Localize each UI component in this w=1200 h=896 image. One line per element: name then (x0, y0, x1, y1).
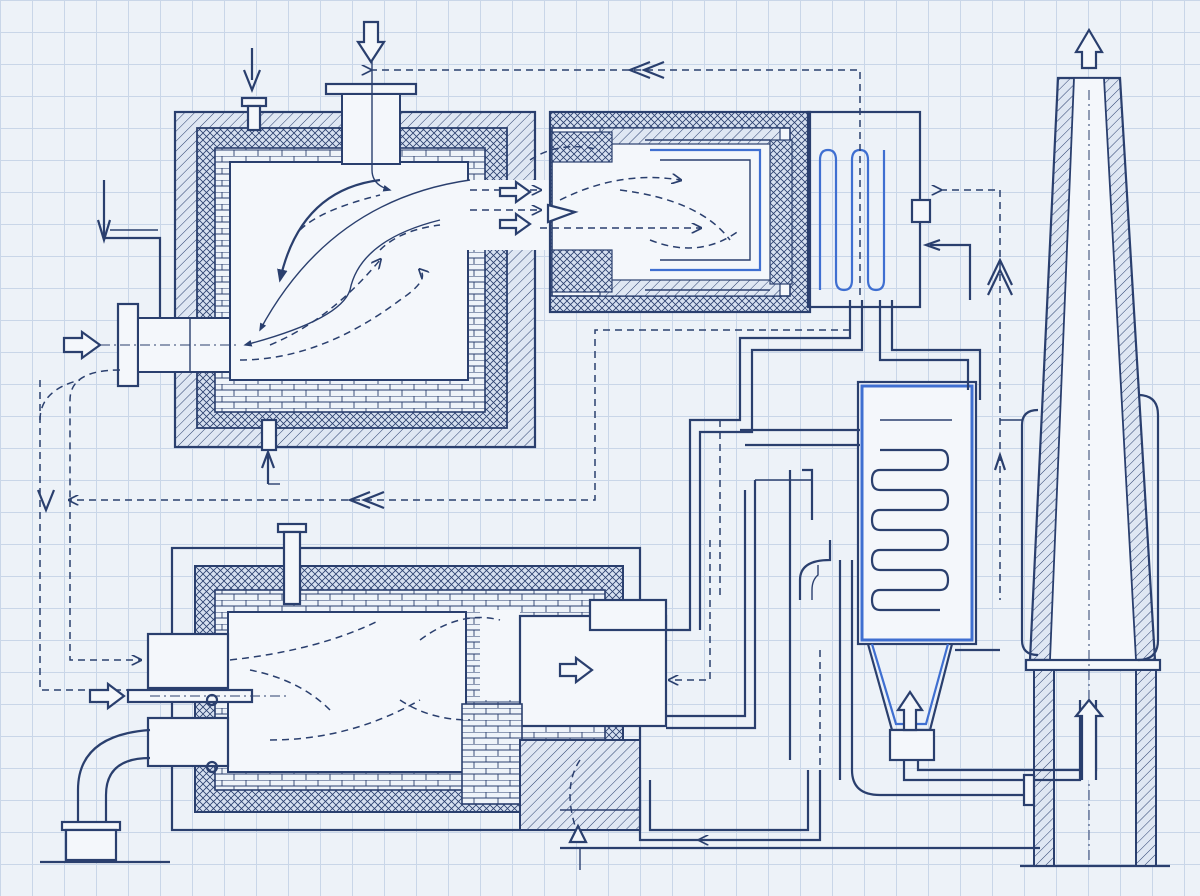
stack-side-loops (1020, 393, 1160, 662)
stack-base-up-arrow-icon (1073, 698, 1105, 780)
lower-transition-box (461, 598, 668, 805)
exchanger-side-inlet (922, 238, 972, 300)
transition-flow-arrow-icon (558, 655, 594, 685)
stack-outlet-arrow-icon (1074, 27, 1104, 70)
exhaust-stack (1020, 76, 1170, 868)
return-double-arrow-icon (36, 60, 665, 513)
throat-flow-arrows-icon (498, 179, 579, 237)
lower-burner-assembly (126, 632, 290, 774)
vent-inlet-arrow-icon (242, 48, 262, 93)
riser-up-arrow-icon (987, 257, 1013, 471)
inlet-pipe-left (96, 180, 162, 318)
upper-chamber-flow-arrows (243, 60, 471, 347)
lower-refractory-block (519, 739, 641, 831)
upper-exchanger-coils (645, 139, 770, 291)
side-air-arrow-icon (62, 329, 102, 361)
bottom-port-arrow-icon (260, 448, 280, 485)
vertical-exchanger-coil (870, 419, 952, 612)
top-inlet-arrow-icon (355, 20, 387, 65)
hopper-up-arrow-icon (895, 690, 925, 732)
lower-elbow-inlet (40, 728, 170, 864)
lower-fuel-arrow-icon (88, 681, 126, 711)
upper-small-vent (240, 96, 268, 132)
process-piping (560, 300, 1098, 870)
drain-arrow-icon (568, 823, 588, 844)
upper-bottom-port (260, 418, 278, 452)
upper-heat-exchanger (548, 110, 812, 314)
upper-burner-port (100, 302, 240, 388)
serpentine-coil-upper (806, 110, 932, 309)
lower-top-vent (276, 522, 308, 606)
flow-lines-dashed (39, 70, 1001, 840)
upper-combustion-chamber (173, 110, 552, 449)
upper-top-inlet-duct (324, 82, 418, 165)
